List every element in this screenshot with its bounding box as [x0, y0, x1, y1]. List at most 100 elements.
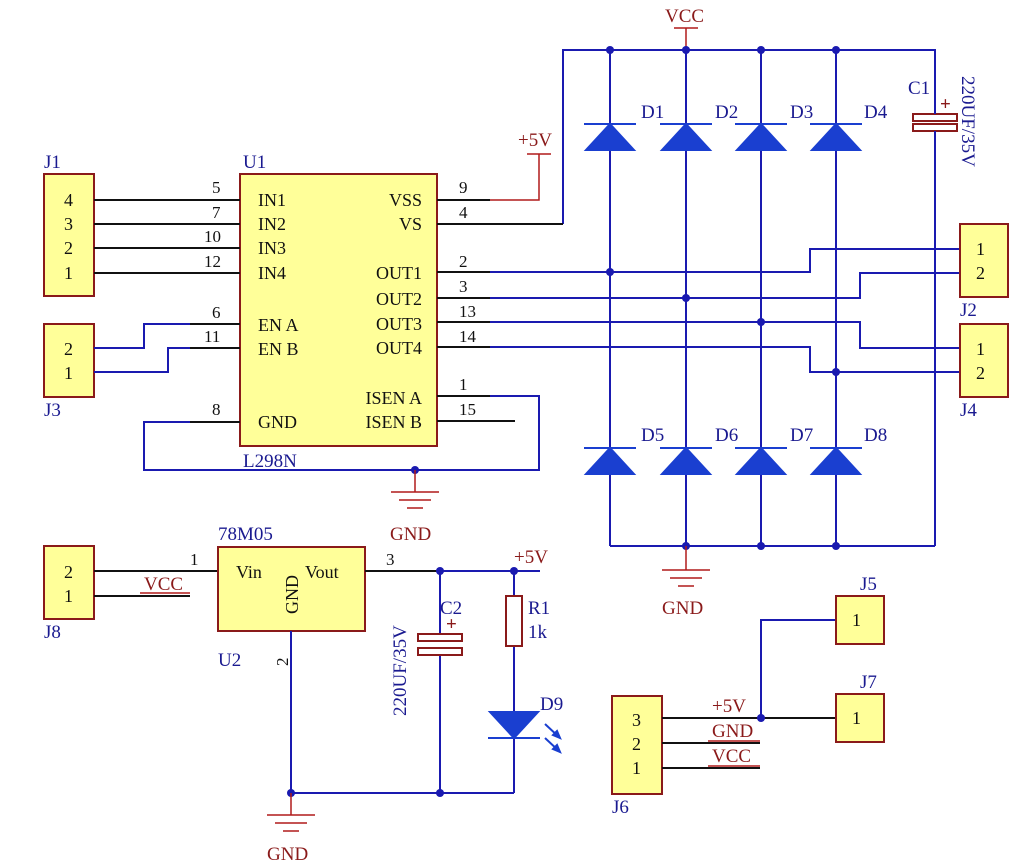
c2-polarity: + [446, 614, 457, 635]
u1-pin-4: 4 [459, 203, 468, 222]
diode-d5 [583, 446, 637, 475]
connector-j7: J7 1 [835, 672, 885, 743]
reg-5v-label: +5V [514, 547, 548, 568]
u1-l298n: U1 L298N IN1 IN2 IN3 IN4 EN A EN B GND V… [204, 152, 477, 472]
u2-pin-2: 2 [273, 658, 292, 667]
reg-gnd-label: GND [267, 844, 308, 865]
u1-out1: OUT1 [376, 263, 422, 283]
diode-d8-label: D8 [864, 425, 887, 446]
j7-ref: J7 [860, 672, 877, 693]
u1-pin-11: 11 [204, 327, 220, 346]
j8-vcc-label: VCC [144, 574, 183, 595]
vss-5v-label: +5V [518, 130, 552, 151]
u1-pin-stubs [190, 199, 515, 423]
diode-d3-label: D3 [790, 102, 813, 123]
r1-ref: R1 [528, 598, 550, 619]
u1-pin-9: 9 [459, 178, 468, 197]
plus5v-vss: +5V [490, 130, 563, 225]
u1-out2: OUT2 [376, 289, 422, 309]
connector-j1: J1 4 3 2 1 [43, 152, 190, 297]
u1-in4: IN4 [258, 263, 286, 283]
regulator-gnd: GND [267, 793, 315, 865]
u1-ground-loop: GND [143, 395, 540, 545]
u1-pin-12: 12 [204, 252, 221, 271]
diode-d2 [659, 122, 713, 151]
u1-pin-14: 14 [459, 327, 477, 346]
j2-ref: J2 [960, 300, 977, 321]
d9-ref: D9 [540, 694, 563, 715]
u1-in2: IN2 [258, 214, 286, 234]
connector-j3: 2 1 J3 [43, 323, 190, 421]
j8-pin-1: 1 [64, 586, 73, 606]
u1-pin-10: 10 [204, 227, 221, 246]
connector-j4: 1 2 J4 [959, 323, 1009, 421]
diode-d7-label: D7 [790, 425, 813, 446]
u1-enb: EN B [258, 339, 299, 359]
diode-d4-label: D4 [864, 102, 888, 123]
bridge-gnd-label: GND [662, 598, 703, 619]
u2-ref: U2 [218, 650, 241, 671]
j6-pin-3: 3 [632, 710, 641, 730]
u1-in3: IN3 [258, 238, 286, 258]
capacitor-c2: + C2 220UF/35V [390, 598, 463, 716]
r1-value: 1k [528, 622, 548, 643]
j3-pin-2: 2 [64, 339, 73, 359]
u1-isenb: ISEN B [365, 412, 422, 432]
u1-ena: EN A [258, 315, 299, 335]
j3-pin-1: 1 [64, 363, 73, 383]
resistor-r1: R1 1k [505, 595, 550, 647]
vcc-rail: VCC [562, 6, 936, 547]
u1-pin-1: 1 [459, 375, 468, 394]
u1-pin-15: 15 [459, 400, 476, 419]
u1-vss: VSS [389, 190, 422, 210]
u2-gnd: GND [282, 575, 302, 614]
j7-pin-1: 1 [852, 708, 861, 728]
u1-pin-3: 3 [459, 277, 468, 296]
j6-gnd-label: GND [712, 721, 753, 742]
diode-d4 [809, 122, 863, 151]
u1-out3: OUT3 [376, 314, 422, 334]
c2-value: 220UF/35V [390, 625, 411, 716]
j8-ref: J8 [44, 622, 61, 643]
j1-pin-3: 3 [64, 214, 73, 234]
j5-ref: J5 [860, 574, 877, 595]
u1-pin-7: 7 [212, 203, 221, 222]
diode-d3 [734, 122, 788, 151]
u1-in1: IN1 [258, 190, 286, 210]
u2-vout: Vout [305, 562, 339, 582]
connector-j6: 3 2 1 J6 +5V GND VCC [611, 619, 836, 818]
u1-vs: VS [399, 214, 422, 234]
u2-pin-1: 1 [190, 550, 199, 569]
j5-pin-1: 1 [852, 610, 861, 630]
led-d9: D9 [487, 694, 563, 754]
u2-part: 78M05 [218, 524, 273, 545]
power-supply-wiring: +5V [287, 547, 548, 797]
vcc-net-label: VCC [665, 6, 704, 27]
u2-vin: Vin [236, 562, 262, 582]
j2-pin-2: 2 [976, 263, 985, 283]
c1-ref: C1 [908, 78, 930, 99]
c2-ref: C2 [440, 598, 462, 619]
u2-pin-3: 3 [386, 550, 395, 569]
capacitor-c1: + C1 220UF/35V [908, 76, 978, 167]
u1-ref: U1 [243, 152, 266, 173]
u1-pin-5: 5 [212, 178, 221, 197]
u1-pin-6: 6 [212, 303, 221, 322]
j4-pin-1: 1 [976, 339, 985, 359]
connector-j2: 1 2 J2 [959, 223, 1009, 321]
diode-d1-label: D1 [641, 102, 664, 123]
u1-pin-8: 8 [212, 400, 221, 419]
j6-vcc-label: VCC [712, 746, 751, 767]
u1-part: L298N [243, 451, 297, 472]
diode-d7 [734, 446, 788, 475]
j1-pin-2: 2 [64, 238, 73, 258]
diode-d2-label: D2 [715, 102, 738, 123]
j2-pin-1: 1 [976, 239, 985, 259]
diode-d6 [659, 446, 713, 475]
j1-ref: J1 [44, 152, 61, 173]
j1-pin-4: 4 [64, 190, 73, 210]
diode-d8 [809, 446, 863, 475]
j4-pin-2: 2 [976, 363, 985, 383]
motor-output-wiring [490, 248, 960, 373]
